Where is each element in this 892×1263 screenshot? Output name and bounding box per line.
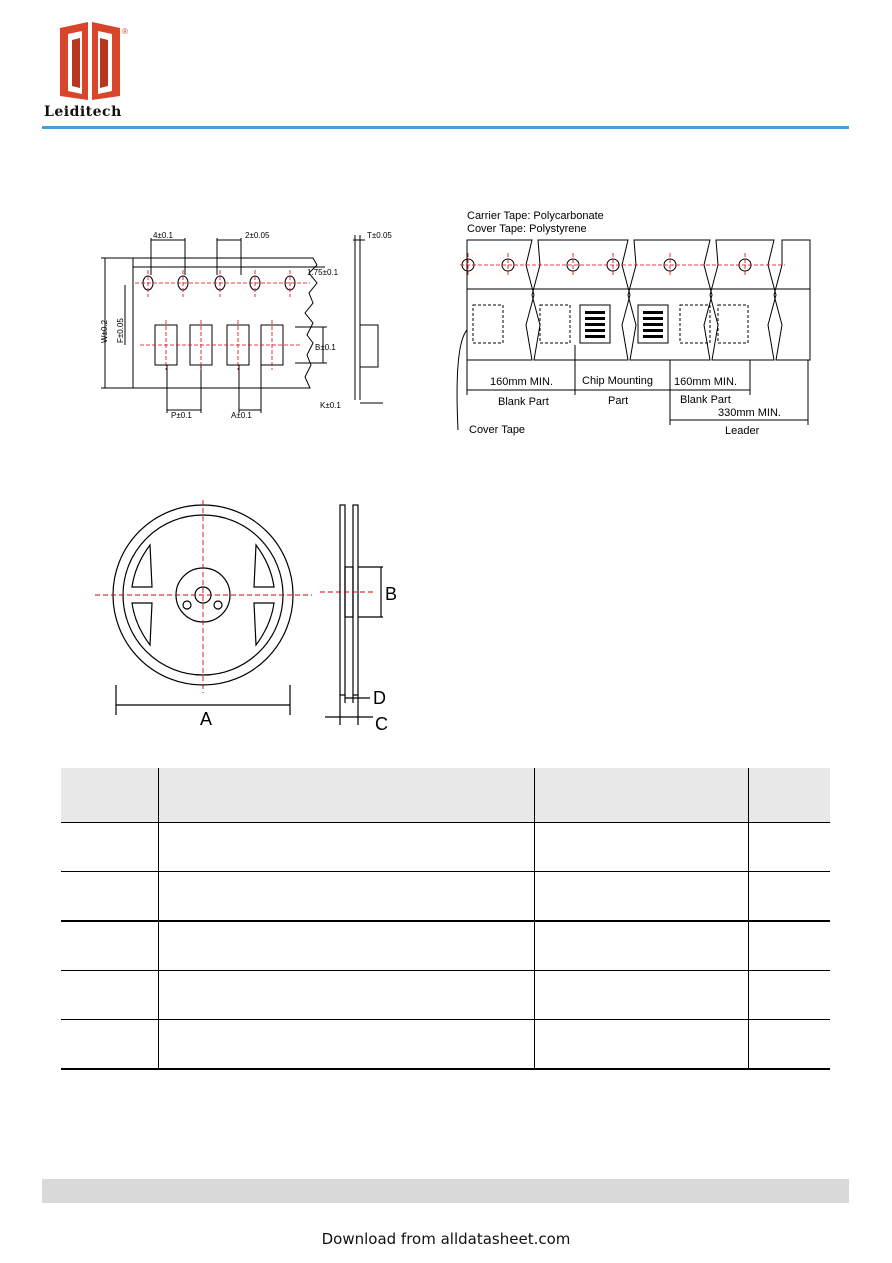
part-label: Part <box>608 395 628 407</box>
tape-dimension-drawing: 4±0.1 2±0.05 T±0.05 1.75±0.1 B±0.1 P±0.1… <box>100 231 392 420</box>
label-w: W±0.2 <box>100 319 109 343</box>
table-header-row <box>61 768 830 823</box>
table-cell <box>748 871 830 922</box>
table-row <box>61 970 830 1020</box>
reel-front-view: A <box>95 500 312 725</box>
carrier-tape-label: Carrier Tape: Polycarbonate <box>467 210 604 222</box>
label-b: B±0.1 <box>315 343 336 352</box>
label-e: 1.75±0.1 <box>307 268 339 277</box>
table-cell <box>534 970 749 1020</box>
dim-160-a: 160mm MIN. <box>490 376 553 388</box>
label-p2: 2±0.05 <box>245 231 270 240</box>
table-cell <box>158 871 535 922</box>
table-cell <box>748 822 830 872</box>
label-f: F±0.05 <box>116 318 125 343</box>
reel-spec-table <box>61 768 830 1070</box>
dim-c-label: C <box>375 714 388 734</box>
label-a: A±0.1 <box>231 411 252 420</box>
leiditech-logo: ® <box>60 22 128 100</box>
chip-mounting-label: Chip Mounting <box>582 375 653 387</box>
table-row <box>61 1019 830 1070</box>
table-cell <box>158 822 535 872</box>
table-cell <box>158 1019 535 1070</box>
table-cell <box>61 822 159 872</box>
label-p: P±0.1 <box>171 411 192 420</box>
download-link[interactable]: Download from alldatasheet.com <box>321 1230 571 1248</box>
dim-160-b: 160mm MIN. <box>674 376 737 388</box>
table-cell <box>158 970 535 1020</box>
header-cell <box>158 768 535 823</box>
brand-name: Leiditech <box>44 104 122 120</box>
registered-mark: ® <box>122 27 128 36</box>
header-cell <box>61 768 159 823</box>
tape-layout-drawing: Carrier Tape: Polycarbonate Cover Tape: … <box>456 210 811 437</box>
leader-label: Leader <box>725 425 760 437</box>
table-cell <box>61 921 159 971</box>
table-cell <box>534 921 749 971</box>
table-cell <box>61 970 159 1020</box>
cover-tape-label: Cover Tape <box>469 424 525 436</box>
header-cell <box>748 768 830 823</box>
header-cell <box>534 768 749 823</box>
cover-tape-material-label: Cover Tape: Polystyrene <box>467 223 587 235</box>
dim-d-label: D <box>373 688 386 708</box>
label-k: K±0.1 <box>320 401 341 410</box>
footer-bar <box>42 1179 849 1203</box>
table-row <box>61 921 830 971</box>
table-cell <box>748 1019 830 1070</box>
reel-side-view: B C D <box>320 504 397 734</box>
table-row <box>61 871 830 922</box>
table-cell <box>61 871 159 922</box>
table-cell <box>534 1019 749 1070</box>
label-t: T±0.05 <box>367 231 392 240</box>
table-row <box>61 822 830 872</box>
table-cell <box>748 921 830 971</box>
header-rule <box>42 126 849 129</box>
dim-b-label: B <box>385 584 397 604</box>
table-cell <box>534 822 749 872</box>
dim-a-label: A <box>200 709 212 725</box>
table-cell <box>158 921 535 971</box>
table-cell <box>61 1019 159 1070</box>
label-hole-pitch: 4±0.1 <box>153 231 174 240</box>
dim-330: 330mm MIN. <box>718 407 781 419</box>
blank-part-a: Blank Part <box>498 396 549 408</box>
table-cell <box>748 970 830 1020</box>
blank-part-b: Blank Part <box>680 394 731 406</box>
table-cell <box>534 871 749 922</box>
